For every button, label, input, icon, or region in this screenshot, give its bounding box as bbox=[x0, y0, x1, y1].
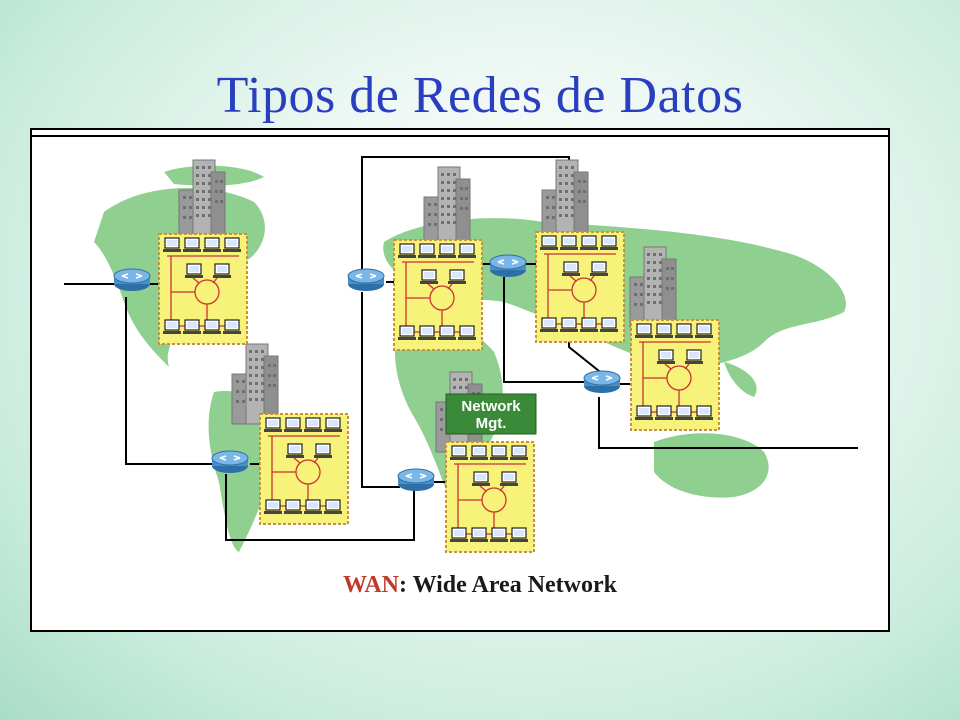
mgmt-label-line2: Mgt. bbox=[476, 415, 507, 432]
lan-block bbox=[631, 320, 719, 430]
caption-text: : Wide Area Network bbox=[399, 572, 617, 598]
frame-top-rule bbox=[30, 135, 890, 137]
network-mgmt-badge: Network Mgt. bbox=[445, 393, 537, 435]
building-icon bbox=[541, 159, 589, 241]
router-icon bbox=[347, 268, 385, 292]
diagram-caption: WAN: Wide Area Network bbox=[0, 572, 960, 599]
lan-block bbox=[159, 234, 247, 344]
wan-links bbox=[64, 156, 858, 541]
building-icon bbox=[423, 166, 471, 248]
router-icon bbox=[583, 370, 621, 394]
page-title: Tipos de Redes de Datos bbox=[216, 67, 744, 124]
router-icon bbox=[489, 254, 527, 278]
lan-block bbox=[394, 240, 482, 350]
mgmt-label-line1: Network bbox=[461, 398, 521, 415]
router-icon bbox=[397, 468, 435, 492]
router-icon bbox=[211, 450, 249, 474]
caption-abbr: WAN bbox=[343, 572, 400, 598]
wan-diagram: Network Mgt. bbox=[64, 152, 858, 567]
router-icon bbox=[113, 268, 151, 292]
building-icon bbox=[231, 343, 279, 425]
lan-block bbox=[446, 442, 534, 552]
lan-block bbox=[260, 414, 348, 524]
lan-block bbox=[536, 232, 624, 342]
